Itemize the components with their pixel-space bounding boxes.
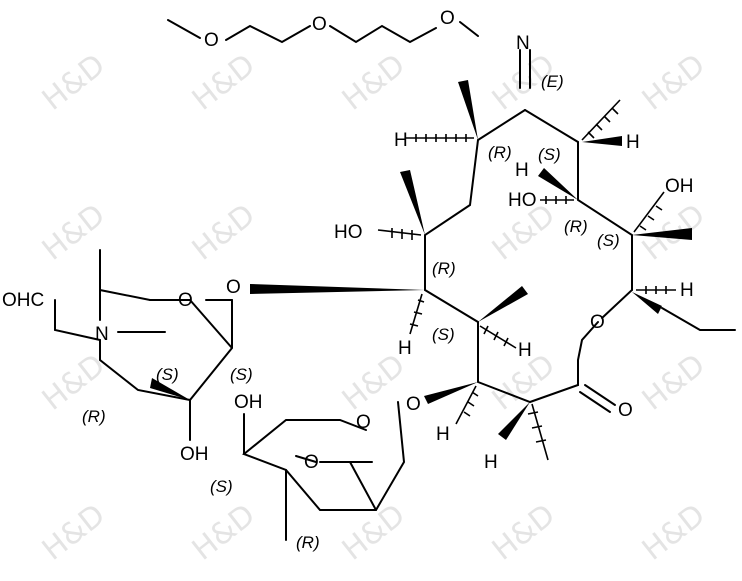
wedge-methyl-c10 — [458, 80, 478, 140]
watermark-layer: H&D H&D H&D H&D H&D H&D H&D H&D H&D H&D … — [36, 48, 712, 568]
wedge-c11 — [538, 168, 578, 200]
stereo-clad-c4: (S) — [210, 477, 233, 496]
wedge-methyl-c6 — [400, 170, 425, 235]
atom-h-c2: H — [484, 452, 498, 473]
stereo-sug1-c1: (S) — [230, 365, 253, 384]
wedge-c3 — [424, 382, 478, 404]
stereo-clad-c3: (R) — [296, 533, 320, 552]
atom-h-c11: H — [515, 160, 529, 181]
stereo-sug1-c2: (S) — [156, 365, 179, 384]
wedge-glycosidic — [250, 284, 425, 294]
watermark: H&D — [636, 498, 712, 568]
atom-o-clad-ome: O — [304, 452, 319, 473]
atom-o-sug1: O — [178, 290, 193, 311]
wedge-ethyl — [632, 292, 662, 314]
watermark: H&D — [186, 498, 262, 568]
cladinose-sugar: O O OH (S) (R) — [210, 392, 406, 552]
atom-oh-clad: OH — [234, 392, 263, 413]
amino-sugar: O OHC N OH (S) (S) (R) — [2, 249, 253, 465]
wedge-h-c8 — [582, 136, 622, 146]
stereo-E: (E) — [541, 72, 564, 91]
atom-oh-c12: OH — [665, 176, 694, 197]
wedge-methyl-c4 — [478, 286, 528, 322]
watermark: H&D — [486, 498, 562, 568]
atom-o-glyc: O — [226, 277, 241, 298]
stereo-c8: (S) — [538, 145, 561, 164]
atom-n-oxime: N — [516, 33, 530, 54]
atom-h-c3: H — [436, 424, 450, 445]
watermark: H&D — [336, 48, 412, 118]
stereo-sug1-c3: (R) — [82, 407, 106, 426]
macrolactone-ring: H (R) H (S) H HO (R) OH (S) H O O HO (R)… — [226, 80, 736, 473]
oxime-side-chain: O O O N (E) — [167, 8, 564, 91]
watermark: H&D — [636, 348, 712, 418]
stereo-c11: (R) — [564, 217, 588, 236]
atom-o1: O — [204, 30, 219, 51]
atom-o2: O — [312, 14, 327, 35]
atom-n-sug1: N — [95, 324, 109, 345]
atom-ohc: OHC — [2, 290, 44, 311]
watermark: H&D — [36, 48, 112, 118]
wedge-c2 — [498, 402, 530, 440]
atom-ho-c11: HO — [508, 190, 537, 211]
wedge-methyl-c12 — [632, 228, 692, 240]
atom-ho-c6: HO — [334, 222, 363, 243]
atom-h-c13: H — [680, 280, 694, 301]
stereo-c6: (R) — [432, 259, 456, 278]
atom-h-c8: H — [626, 132, 640, 153]
watermark: H&D — [186, 198, 262, 268]
watermark: H&D — [36, 498, 112, 568]
watermark: H&D — [186, 48, 262, 118]
atom-o-carbonyl: O — [618, 400, 633, 421]
wedge-sug1 — [150, 378, 190, 400]
atom-h-c4: H — [518, 340, 532, 361]
watermark: H&D — [636, 48, 712, 118]
atom-o-ring-ester: O — [590, 312, 605, 333]
atom-o3: O — [440, 8, 455, 29]
atom-o-clad-ring: O — [356, 412, 371, 433]
atom-o-cladinose: O — [406, 394, 421, 415]
atom-h-c10: H — [394, 130, 408, 151]
stereo-c5: (S) — [432, 325, 455, 344]
stereo-c12: (S) — [597, 231, 620, 250]
stereo-c10: (R) — [488, 143, 512, 162]
atom-h-c5: H — [398, 338, 412, 359]
atom-oh-sug1: OH — [180, 444, 209, 465]
